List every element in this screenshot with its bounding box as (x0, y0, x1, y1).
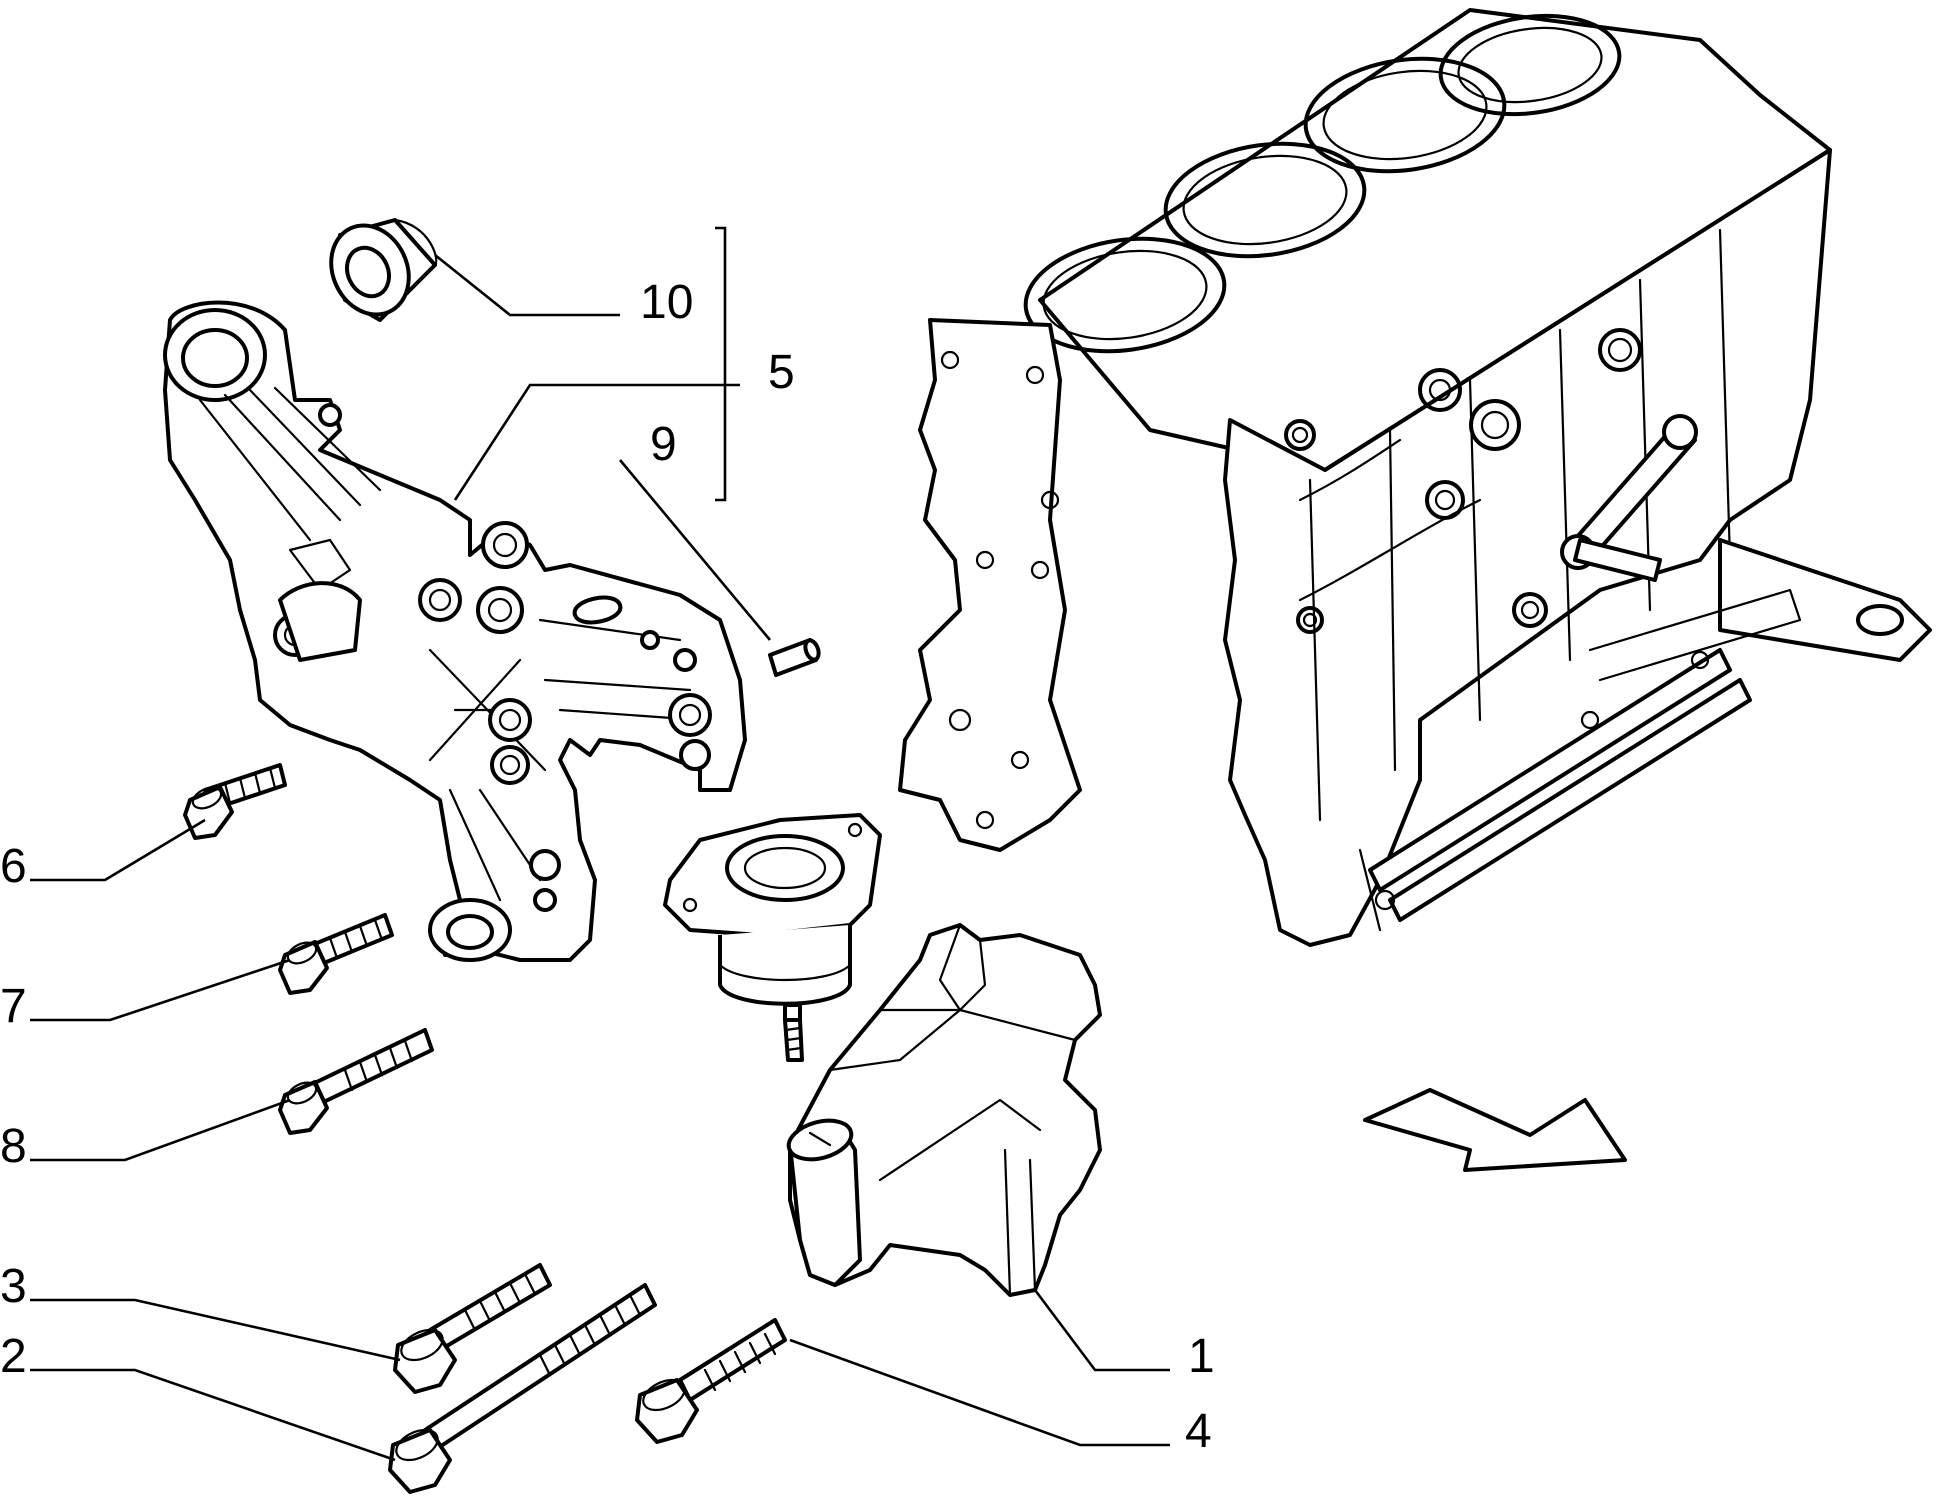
callout-9: 9 (650, 418, 677, 471)
callout-7: 7 (0, 980, 27, 1033)
dowel-pin (768, 638, 821, 677)
bolt-6 (183, 763, 287, 840)
callout-6: 6 (0, 840, 27, 893)
callouts: 10 5 9 6 7 8 3 2 1 4 (0, 276, 1215, 1458)
callout-3: 3 (0, 1260, 27, 1313)
callout-1: 1 (1188, 1330, 1215, 1383)
callout-8: 8 (0, 1120, 27, 1173)
callout-10: 10 (640, 276, 693, 329)
engine-block (898, 8, 1932, 947)
bolt-2 (388, 1283, 657, 1494)
arrow-right-icon (1363, 1088, 1627, 1172)
callout-5: 5 (768, 346, 795, 399)
bushing (329, 218, 438, 322)
bolt-4 (635, 1318, 787, 1444)
engine-support-bracket (163, 300, 747, 962)
bolt-3 (393, 1263, 552, 1394)
leader-lines (30, 226, 1170, 1462)
bolt-7 (278, 913, 394, 995)
bolt-8 (278, 1028, 434, 1135)
hydro-mount (663, 813, 882, 1062)
callout-2: 2 (0, 1330, 27, 1383)
engine-mount-bracket (786, 923, 1102, 1297)
callout-4: 4 (1185, 1405, 1212, 1458)
